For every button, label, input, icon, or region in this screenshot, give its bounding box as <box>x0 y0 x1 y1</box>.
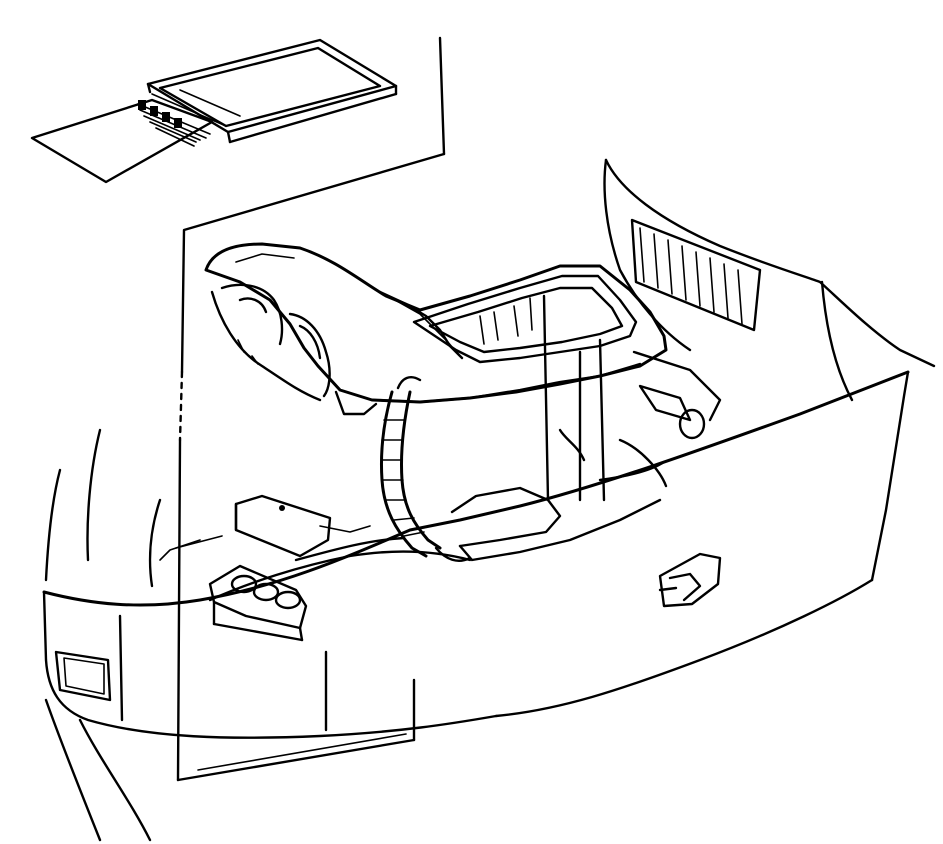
electronic-module-icon <box>30 38 398 184</box>
wiring-harness-icon <box>380 376 472 562</box>
lamp-icon <box>54 650 112 702</box>
console-body-icon <box>42 370 910 842</box>
latch-icon <box>658 552 722 608</box>
cup-holder-icon <box>208 494 332 642</box>
trim-panel-icon <box>603 158 936 582</box>
panel-icon <box>176 36 446 782</box>
shifter-opening-icon <box>412 274 638 502</box>
